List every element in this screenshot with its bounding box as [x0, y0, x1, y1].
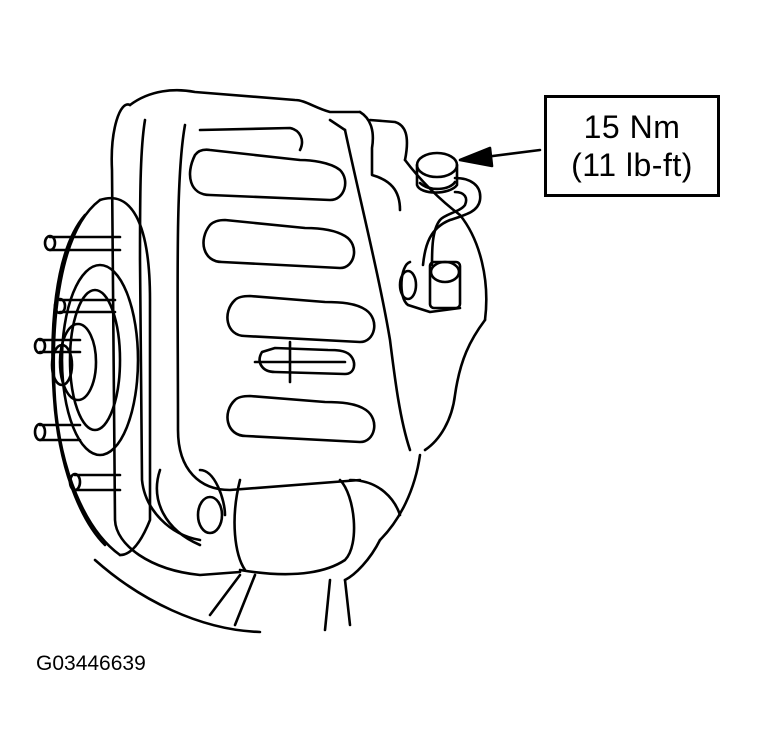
figure-id-label: G03446639	[36, 652, 146, 675]
caliper-body	[112, 90, 487, 575]
wheel-hub	[52, 265, 138, 455]
caliper-mount	[157, 470, 400, 630]
brake-line	[423, 178, 480, 265]
torque-imperial-label: (11 lb-ft)	[571, 147, 693, 183]
caliper-slots	[190, 150, 374, 442]
torque-metric-label: 15 Nm	[583, 109, 681, 145]
callout-arrow	[460, 148, 540, 166]
torque-callout: 15 Nm (11 lb-ft)	[544, 95, 720, 197]
bleeder-fitting	[400, 262, 460, 312]
wheel-studs	[35, 236, 120, 490]
bleeder-bolt	[417, 153, 457, 193]
